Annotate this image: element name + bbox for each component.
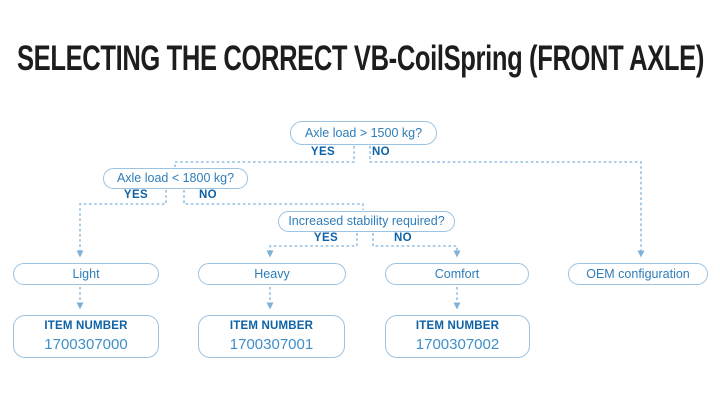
connector-d1-yes — [174, 146, 355, 167]
branch-label-d2-yes: YES — [123, 189, 149, 201]
item-number-value-heavy: 1700307001 — [229, 335, 314, 353]
decision-increased-stability: Increased stability required? — [278, 211, 455, 232]
connector-d1-no-to-oem — [369, 146, 645, 258]
connector-d3-no-to-comfort — [372, 233, 461, 258]
outcome-comfort: Comfort — [385, 263, 529, 285]
branch-label-d3-yes: YES — [313, 232, 339, 244]
outcome-light: Light — [13, 263, 159, 285]
outcome-heavy: Heavy — [198, 263, 346, 285]
item-number-box-comfort: ITEM NUMBER 1700307002 — [385, 315, 530, 358]
connector-d3-yes-to-heavy — [266, 233, 358, 258]
outcome-oem-configuration: OEM configuration — [568, 263, 708, 285]
branch-label-d2-no: NO — [198, 189, 218, 201]
decision-axle-load-over-1500: Axle load > 1500 kg? — [290, 121, 437, 145]
branch-label-d3-no: NO — [393, 232, 413, 244]
item-number-label: ITEM NUMBER — [229, 320, 314, 333]
item-number-value-comfort: 1700307002 — [415, 335, 500, 353]
connector-d2-yes-to-light — [76, 190, 167, 258]
item-number-box-heavy: ITEM NUMBER 1700307001 — [198, 315, 345, 358]
item-number-label: ITEM NUMBER — [44, 320, 128, 333]
item-number-box-light: ITEM NUMBER 1700307000 — [13, 315, 159, 358]
branch-label-d1-yes: YES — [310, 146, 336, 158]
item-number-value-light: 1700307000 — [44, 335, 128, 353]
page-title: SELECTING THE CORRECT VB-CoilSpring (FRO… — [17, 41, 720, 76]
connector-d2-no — [183, 190, 364, 210]
decision-axle-load-under-1800: Axle load < 1800 kg? — [103, 168, 248, 189]
item-number-label: ITEM NUMBER — [415, 320, 500, 333]
page-title-text: SELECTING THE CORRECT VB-CoilSpring (FRO… — [17, 39, 704, 78]
branch-label-d1-no: NO — [371, 146, 391, 158]
